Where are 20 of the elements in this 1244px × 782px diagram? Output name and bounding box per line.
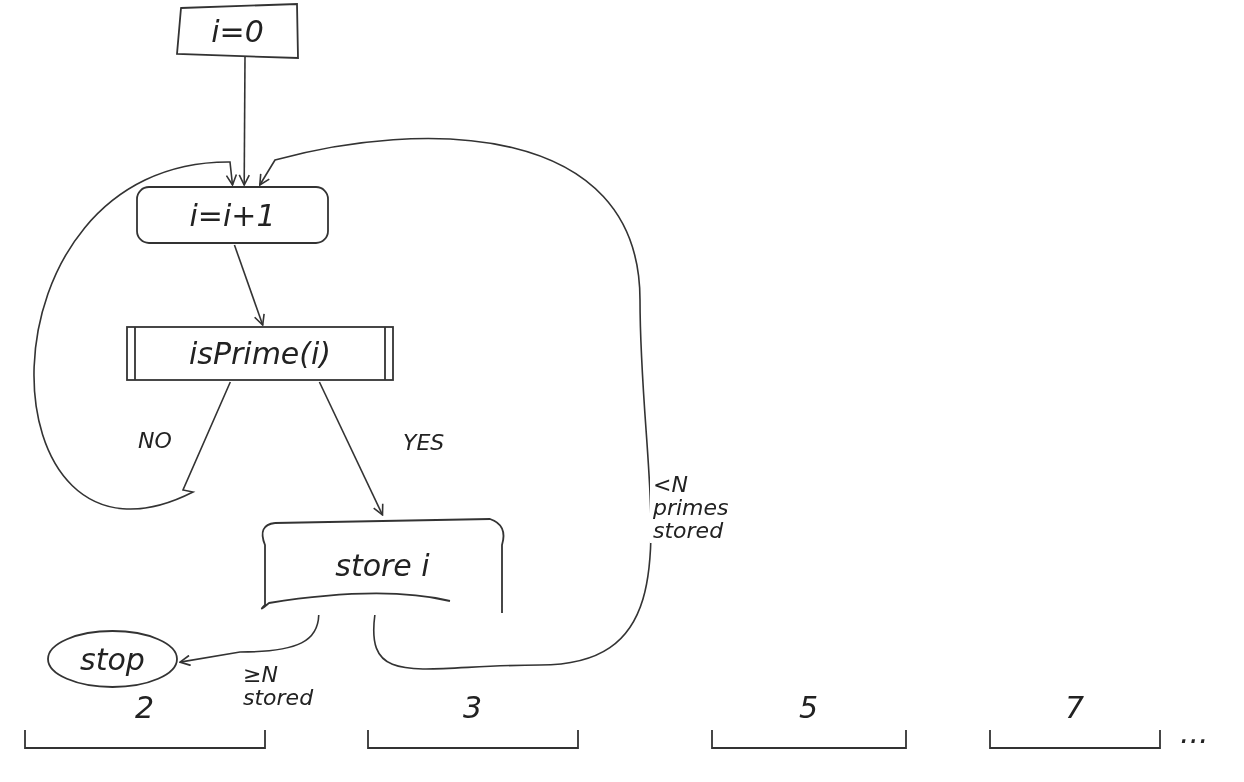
arrow — [318, 381, 384, 516]
arrow — [238, 55, 251, 186]
node-text: i=i+1 — [189, 197, 276, 233]
arrow — [259, 137, 652, 670]
sequence-number: 3 — [463, 690, 483, 725]
sequence-number: 5 — [799, 690, 819, 725]
input-box — [175, 2, 300, 60]
arrow — [33, 161, 238, 509]
arrow — [179, 614, 320, 667]
node-text: stop — [80, 641, 145, 677]
node-text: store i — [335, 547, 430, 583]
terminal-oval — [45, 628, 180, 690]
subroutine-box — [125, 325, 395, 382]
process-box — [135, 185, 330, 245]
sequence-number: 2 — [135, 690, 155, 725]
node-text: i=0 — [211, 13, 264, 49]
ellipsis-text: ... — [1180, 715, 1209, 750]
arrow — [233, 244, 265, 326]
sequence-number: 7 — [1065, 690, 1085, 725]
node-text: isPrime(i) — [188, 336, 332, 371]
